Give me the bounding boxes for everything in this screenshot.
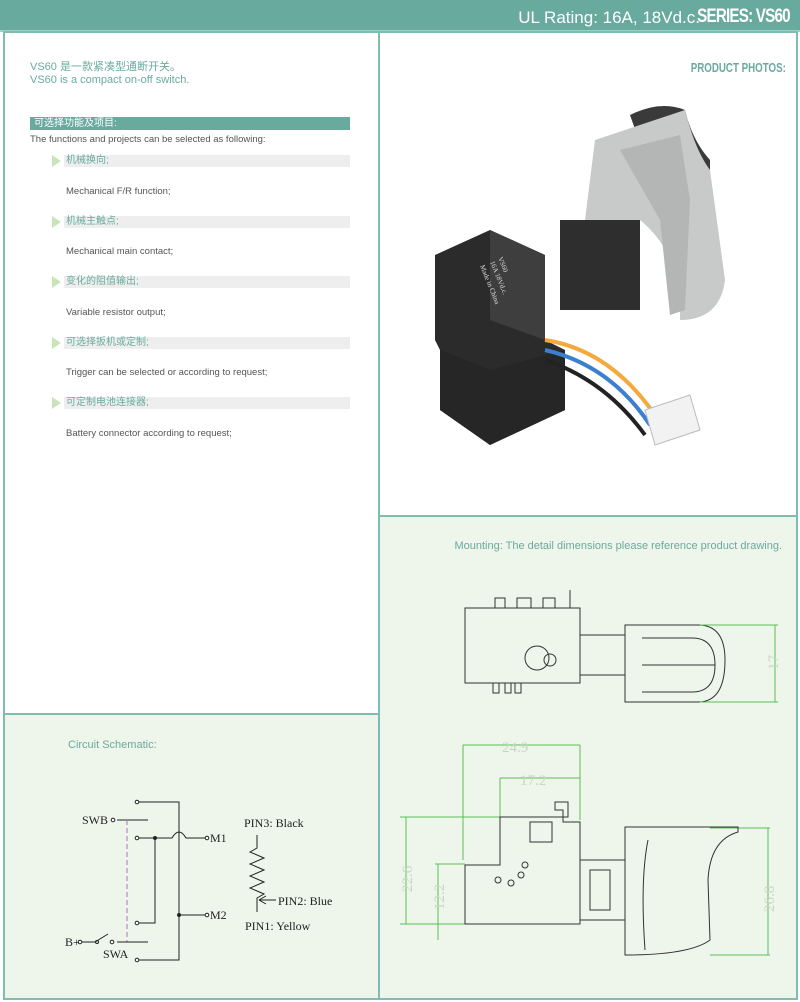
intro-cn: VS60 是一款紧凑型通断开关。 [30, 61, 181, 73]
product-photos-title: PRODUCT PHOTOS: [690, 60, 786, 75]
dim-17: 17 [766, 655, 782, 671]
features-panel [3, 31, 380, 715]
features-subtitle: The functions and projects can be select… [30, 134, 266, 145]
feature-cn: 机械换向; [64, 155, 350, 167]
feature-en: Battery connector according to request; [66, 428, 232, 439]
circuit-panel [3, 713, 380, 1000]
label-pin2: PIN2: Blue [278, 894, 332, 908]
feature-en: Variable resistor output; [66, 307, 166, 318]
feature-cn: 可选择扳机或定制; [64, 337, 350, 349]
top-view-drawing [464, 590, 726, 703]
triangle-bullet-icon [52, 397, 61, 409]
intro-en: VS60 is a compact on-off switch. [30, 74, 190, 86]
feature-en: Mechanical F/R function; [66, 186, 171, 197]
mounting-panel [378, 515, 798, 1000]
product-photo: VS60 16A 18Vd.c. Made in China [435, 106, 725, 446]
side-view-drawing [464, 801, 739, 956]
label-m2: M2 [210, 908, 227, 922]
dim-12-2: 12.2 [432, 884, 448, 910]
label-pin3: PIN3: Black [244, 816, 304, 830]
ul-rating: UL Rating: 16A, 18Vd.c. [518, 8, 700, 27]
feature-cn: 变化的阻值输出; [64, 276, 350, 288]
feature-en: Mechanical main contact; [66, 246, 174, 257]
dim-17-2: 17.2 [520, 773, 546, 789]
triangle-bullet-icon [52, 337, 61, 349]
triangle-bullet-icon [52, 276, 61, 288]
feature-cn: 可定制电池连接器; [64, 397, 350, 409]
label-bplus: B+ [65, 935, 80, 949]
label-swa: SWA [103, 947, 129, 961]
circuit-schematic: SWB M1 M2 B+ SWA PIN3: Black PIN2: Blue … [65, 799, 332, 963]
triangle-bullet-icon [52, 216, 61, 228]
feature-en: Trigger can be selected or according to … [66, 367, 268, 378]
dim-24-9: 24.9 [502, 740, 528, 756]
triangle-bullet-icon [52, 155, 61, 167]
features-title: 可选择功能及项目: [30, 117, 350, 130]
series-title: SERIES: VS60 [697, 6, 790, 27]
label-swb: SWB [82, 813, 108, 827]
circuit-title: Circuit Schematic: [68, 739, 157, 751]
header-bar: UL Rating: 16A, 18Vd.c. SERIES: VS60 [0, 0, 800, 32]
mounting-drawing: 17 24.9 17.2 22.6 12.2 26.8 [400, 590, 782, 956]
dim-22-6: 22.6 [400, 865, 416, 892]
feature-cn: 机械主触点; [64, 216, 350, 228]
label-m1: M1 [210, 831, 227, 845]
dim-26-8: 26.8 [762, 886, 778, 912]
mounting-title: Mounting: The detail dimensions please r… [454, 540, 782, 552]
dimension-lines [400, 624, 778, 956]
label-pin1: PIN1: Yellow [245, 919, 311, 933]
